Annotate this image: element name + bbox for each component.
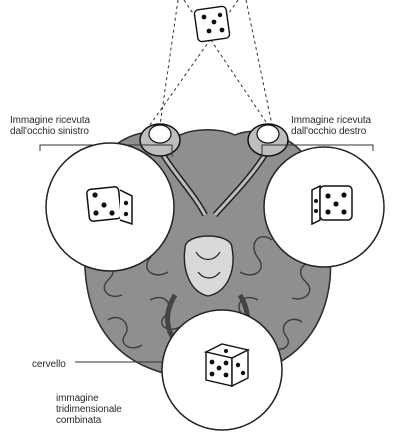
right-eye xyxy=(248,124,288,156)
combined-label-line-1: immagine xyxy=(56,393,122,404)
left-eye-label-line-1: Immagine ricevuta xyxy=(10,115,90,126)
right-die xyxy=(312,186,352,224)
left-eye-label: Immagine ricevuta dall'occhio sinistro xyxy=(10,115,90,137)
left-view-circle xyxy=(46,143,174,271)
brain-label: cervello xyxy=(32,359,66,370)
right-eye-label-line-2: dall'occhio destro xyxy=(291,126,371,137)
combined-die xyxy=(206,344,248,386)
right-view-circle xyxy=(264,147,384,267)
left-eye-label-line-2: dall'occhio sinistro xyxy=(10,126,90,137)
combined-view-circle xyxy=(162,310,282,430)
combined-image-label: immagine tridimensionale combinata xyxy=(56,393,122,426)
left-die xyxy=(86,186,132,224)
top-die xyxy=(194,6,230,42)
right-eye-label-line-1: Immagine ricevuta xyxy=(291,115,371,126)
left-eye xyxy=(140,124,180,156)
combined-label-line-2: tridimensionale xyxy=(56,404,122,415)
brain-label-text: cervello xyxy=(32,359,66,370)
combined-label-line-3: combinata xyxy=(56,415,122,426)
right-eye-label: Immagine ricevuta dall'occhio destro xyxy=(291,115,371,137)
